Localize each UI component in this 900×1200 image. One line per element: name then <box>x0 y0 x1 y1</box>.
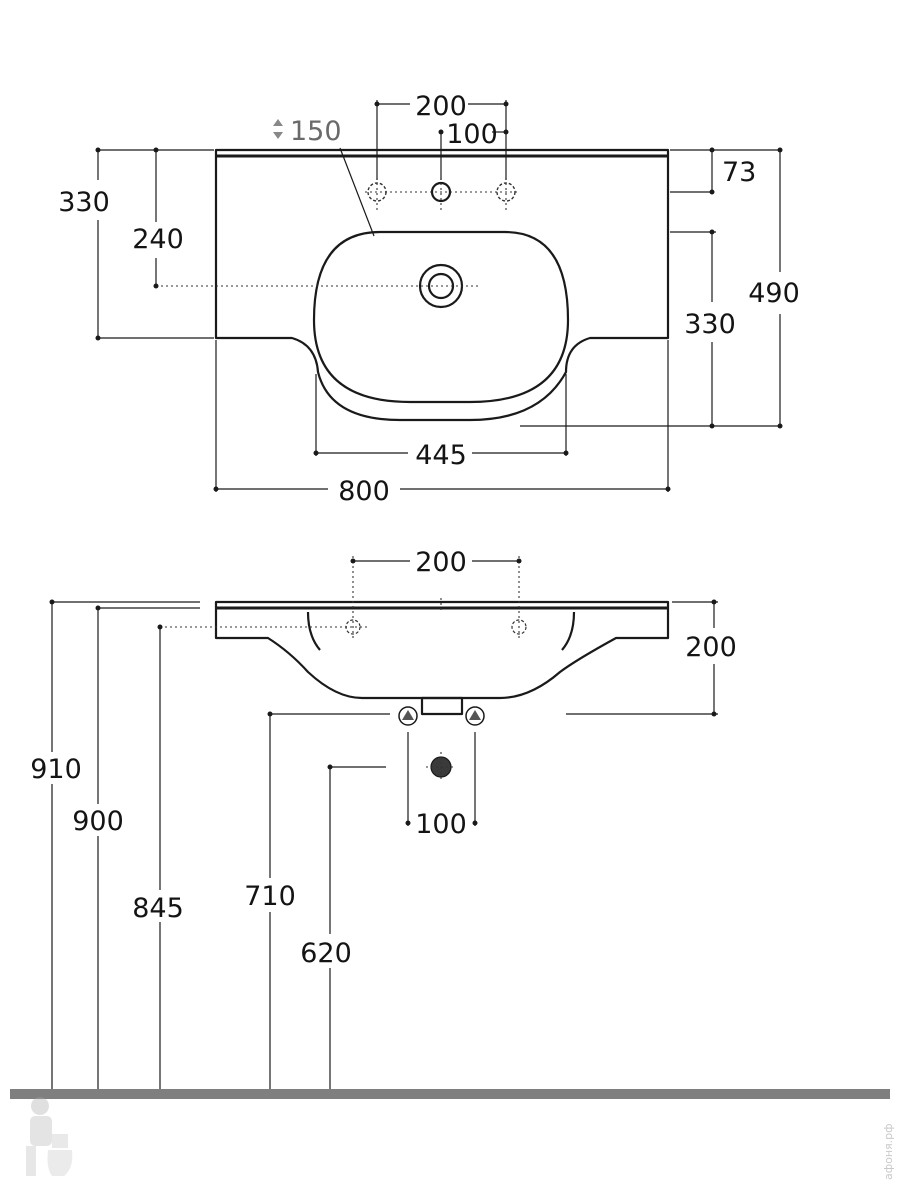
top-view: 200 100 150 330 240 73 490 <box>58 91 800 507</box>
basin-outline <box>214 148 670 422</box>
valve-left-icon <box>398 706 418 726</box>
dim-height-845: 845 <box>132 893 184 924</box>
overflow-arrow-icon <box>273 119 283 139</box>
dim-top-240: 240 <box>132 224 184 255</box>
dim-top-100: 100 <box>446 119 498 150</box>
dim-height-910: 910 <box>30 754 82 785</box>
plumber-mascot-logo <box>26 1097 73 1176</box>
dim-top-73: 73 <box>722 157 756 188</box>
dim-front-200-right: 200 <box>685 632 737 663</box>
waste-stub <box>420 696 464 716</box>
front-basin-outline <box>214 600 670 700</box>
dim-height-900: 900 <box>72 806 124 837</box>
dim-overflow-150: 150 <box>290 116 342 147</box>
bowl-outline <box>312 230 570 404</box>
dim-height-620: 620 <box>300 938 352 969</box>
dim-front-100: 100 <box>415 809 467 840</box>
dim-top-330-left: 330 <box>58 187 110 218</box>
dim-top-200: 200 <box>415 91 467 122</box>
dim-top-445: 445 <box>415 440 467 471</box>
dim-top-490: 490 <box>748 278 800 309</box>
dim-height-710: 710 <box>244 881 296 912</box>
dim-front-200: 200 <box>415 547 467 578</box>
floor-line <box>10 1089 890 1099</box>
front-view: 200 200 100 910 <box>10 547 890 1099</box>
dim-top-330-right: 330 <box>684 309 736 340</box>
dim-top-800: 800 <box>338 476 390 507</box>
valve-right-icon <box>465 706 485 726</box>
watermark-text: афоня.рф <box>882 1123 895 1180</box>
